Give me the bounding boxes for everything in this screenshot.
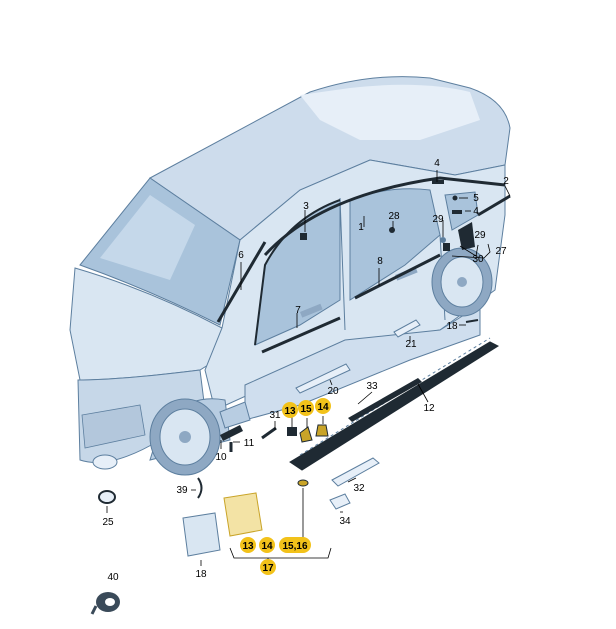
clip-3: [300, 233, 307, 240]
highlight-14-bg: [315, 398, 331, 414]
part-39: [197, 477, 203, 499]
clip-28: [389, 227, 395, 233]
callout-3: 3: [303, 201, 309, 212]
callout-39: 39: [176, 485, 188, 496]
clip-18-top: [465, 319, 479, 323]
callout-33: 33: [366, 381, 378, 392]
bag-18: [182, 512, 221, 557]
kit-14: 14: [261, 541, 273, 552]
callout-5: 5: [473, 193, 479, 204]
callout-29a: 29: [432, 214, 444, 225]
callout-21: 21: [405, 339, 417, 350]
window-trim-7: [261, 316, 341, 354]
bracket-4b: [452, 210, 462, 214]
callout-34: 34: [339, 516, 351, 527]
callout-32: 32: [353, 483, 365, 494]
clip-13: [287, 427, 297, 436]
callout-4a: 4: [434, 158, 440, 169]
strip-21: [393, 319, 421, 338]
callouts: 1 2 3 4 5 4 28 29 29 27 30 6 7 8 18 21 2…: [102, 158, 509, 583]
callout-20: 20: [327, 386, 339, 397]
clip-14: [315, 424, 329, 437]
highlight-13-bg: [282, 402, 298, 418]
leader-lines: [106, 170, 511, 566]
kit-13: 13: [242, 541, 254, 552]
highlight-15-bg: [298, 400, 314, 416]
car-body: [69, 76, 511, 476]
strip-32: [331, 457, 380, 487]
door-shut-line-front: [339, 197, 346, 331]
sill-strip-12: [289, 341, 500, 471]
cover-27: [458, 222, 475, 250]
kit-14-bg: [259, 537, 275, 553]
clip-30: [443, 243, 450, 251]
callout-29b: 29: [474, 230, 486, 241]
callout-11: 11: [244, 438, 255, 449]
grille: [81, 404, 146, 449]
callout-40: 40: [107, 572, 119, 583]
front-door-handle: [300, 303, 323, 318]
ring-25: [98, 490, 116, 504]
screw-5: [452, 195, 458, 201]
callout-25: 25: [102, 517, 114, 528]
clip-15: [299, 426, 313, 443]
highlighted-callouts: 13 15 14 13 14 15,16 17: [240, 398, 331, 575]
loose-parts: [90, 319, 500, 615]
side-mirror: [219, 401, 251, 429]
callout-30: 30: [472, 254, 484, 265]
front-door-frame: [254, 199, 341, 346]
part-34: [329, 493, 351, 510]
window-trim-8: [354, 253, 441, 300]
highlight-14: 14: [317, 402, 329, 413]
kit-17: 17: [262, 563, 274, 574]
callout-8: 8: [377, 256, 383, 267]
front-wheel-hub: [179, 431, 191, 443]
end-trim-2: [477, 194, 511, 217]
pillar-trim-6: [216, 241, 267, 323]
callout-12: 12: [423, 403, 435, 414]
highlight-15: 15: [300, 404, 312, 415]
bag-13-14: [223, 492, 263, 537]
kit-1516: 15,16: [282, 541, 307, 552]
part-10: [220, 425, 243, 441]
highlight-13: 13: [284, 406, 296, 417]
kit-1516-bg: [279, 537, 311, 553]
callout-28: 28: [388, 211, 400, 222]
callout-6: 6: [238, 250, 244, 261]
callout-7: 7: [295, 305, 301, 316]
tape-roll-40-tail: [90, 605, 98, 615]
callout-31: 31: [269, 410, 281, 421]
trim-parts: [216, 176, 511, 354]
bracket-4: [432, 180, 444, 184]
windscreen-reflection: [100, 195, 195, 280]
tape-roll-40-core: [105, 598, 115, 606]
roof-highlight: [300, 84, 480, 140]
kit-17-bg: [260, 559, 276, 575]
strip-33: [348, 378, 422, 422]
fog-light: [92, 454, 118, 470]
clip-29: [440, 237, 446, 243]
callout-27: 27: [495, 246, 507, 257]
callout-2: 2: [503, 176, 509, 187]
sill-strip-12-dashes: [299, 337, 491, 456]
callout-18b: 18: [195, 569, 207, 580]
strip-20: [295, 363, 351, 394]
callout-10: 10: [215, 452, 227, 463]
clip-17: [297, 479, 309, 487]
callout-1: 1: [358, 222, 364, 233]
callout-18a: 18: [446, 321, 458, 332]
callout-4b: 4: [473, 206, 479, 217]
rear-wheel-hub: [457, 277, 467, 287]
part-31: [261, 426, 277, 440]
kit-13-bg: [240, 537, 256, 553]
